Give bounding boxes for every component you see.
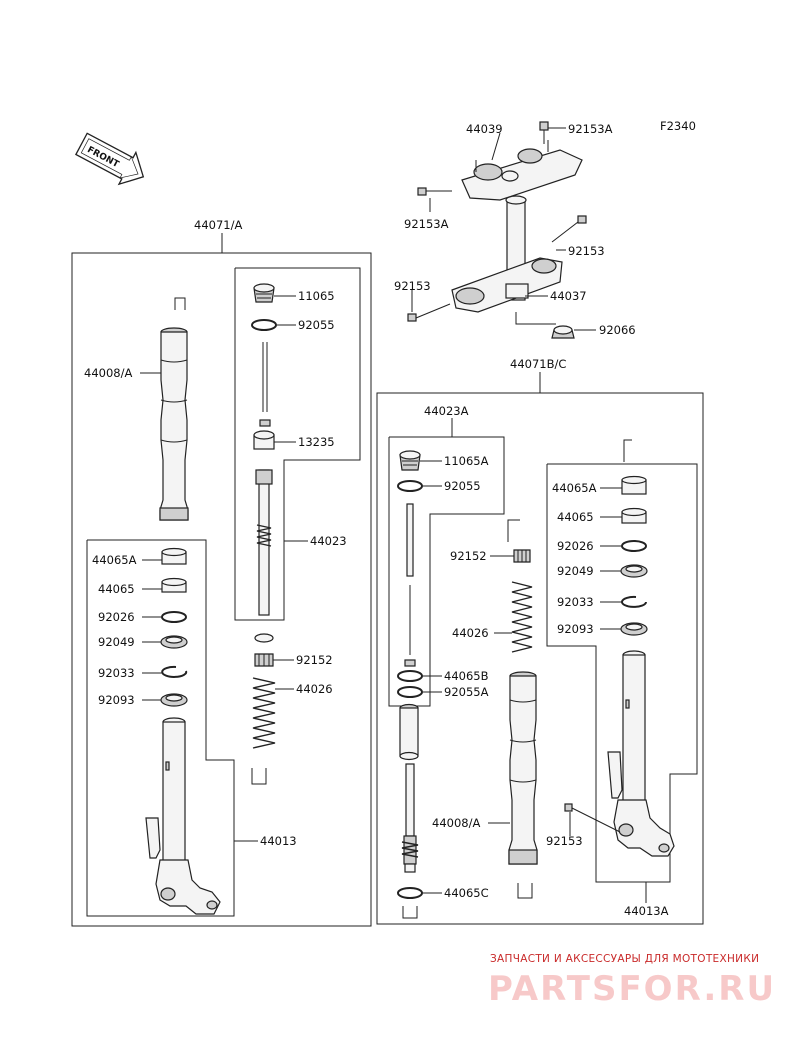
right-inner-tube-44013a [607,650,675,857]
label-92066: 92066 [599,323,636,337]
label-right-44065a: 44065A [552,481,597,495]
bolt-92153a-left [417,187,452,196]
right-fork-spring-44026 [511,581,533,653]
right-fork-frame [376,392,704,925]
left-nut-92152 [254,653,274,667]
left-outer-tube [159,297,189,521]
right-circlip-92033 [621,595,647,608]
right-oring-92055 [397,480,423,492]
right-bolt-92153 [564,803,621,833]
label-92153a-top: 92153A [568,122,613,136]
label-44039: 44039 [466,122,503,136]
right-damper-frame [388,436,505,707]
label-left-44026: 44026 [296,682,333,696]
label-left-13235: 13235 [298,435,335,449]
watermark-brand: PARTSFOR.RU [488,969,776,1009]
bolt-92153-right [551,215,587,243]
right-washer-92026 [621,540,647,552]
diagram-code: F2340 [660,119,696,133]
left-lower-frame [86,539,235,917]
right-damper-rod [406,503,414,577]
left-washer-92026 [161,611,187,623]
left-collar-13235 [253,430,275,450]
label-left-44023: 44023 [310,534,347,548]
left-damper-cartridge-44023 [255,469,273,616]
label-right-44023a: 44023A [424,404,469,418]
right-dust-seal-92093 [620,622,648,636]
label-92153-right: 92153 [568,244,605,258]
label-left-92033: 92033 [98,666,135,680]
label-right-92033: 92033 [557,595,594,609]
left-oil-seal-92049 [160,635,188,649]
right-bushing-44065a [621,475,647,495]
right-cap-bolt-11065a [399,450,421,471]
label-left-44013: 44013 [260,834,297,848]
left-oring-92055 [251,319,277,331]
label-left-44065a: 44065A [92,553,137,567]
left-bushing-44065a [161,547,187,565]
label-left-44008a: 44008/A [84,366,132,380]
label-right-92152: 92152 [450,549,487,563]
right-bushing-44065 [621,507,647,524]
label-44037: 44037 [550,289,587,303]
watermark-tagline: ЗАПЧАСТИ И АКСЕССУАРЫ ДЛЯ МОТОТЕХНИКИ [490,953,759,965]
label-right-92055: 92055 [444,479,481,493]
nut-92066 [515,312,575,339]
label-left-92049: 92049 [98,635,135,649]
label-92153a-left: 92153A [404,217,449,231]
upper-triple-clamp [461,140,583,201]
right-oring-92055a [397,686,423,698]
right-oil-seal-92049 [620,564,648,578]
label-left-92093: 92093 [98,693,135,707]
label-44071bc: 44071B/C [510,357,566,371]
left-cap-bolt-11065 [253,283,275,303]
label-right-92055a: 92055A [444,685,489,699]
label-left-92026: 92026 [98,610,135,624]
label-right-44065c: 44065C [444,886,489,900]
label-right-44065b: 44065B [444,669,489,683]
right-bushing-44065b [397,670,423,682]
left-bushing-44065 [161,577,187,593]
left-damper-frame [234,267,361,621]
label-92153-left: 92153 [394,279,431,293]
left-circlip-92033 [161,665,188,678]
bolt-92153-left [407,303,451,322]
bolt-92153a-top [539,121,549,144]
left-dust-seal-92093 [160,693,188,707]
right-bushing-44065c [397,887,423,899]
left-inner-tube-44013 [145,717,221,915]
left-fork-frame [71,252,372,927]
label-right-44013a: 44013A [624,904,669,918]
label-right-44065: 44065 [557,510,594,524]
steering-stem-lower-clamp [451,195,563,313]
right-lower-frame [546,463,698,883]
label-left-92152: 92152 [296,653,333,667]
label-44071a: 44071/A [194,218,242,232]
label-left-44065: 44065 [98,582,135,596]
label-right-44026: 44026 [452,626,489,640]
label-left-11065: 11065 [298,289,335,303]
right-cartridge-rod [401,763,419,873]
right-outer-tube [508,671,538,865]
label-right-92049: 92049 [557,564,594,578]
left-fork-spring-44026 [252,677,276,749]
label-right-92026: 92026 [557,539,594,553]
label-left-92055: 92055 [298,318,335,332]
right-nut-92152 [513,549,531,563]
label-right-92093: 92093 [557,622,594,636]
right-cartridge-cylinder [399,703,419,761]
label-right-11065a: 11065A [444,454,489,468]
front-arrow-icon: FRONT [74,132,145,186]
left-spring-seat [254,633,274,643]
label-right-92153: 92153 [546,834,583,848]
label-right-44008a: 44008/A [432,816,480,830]
